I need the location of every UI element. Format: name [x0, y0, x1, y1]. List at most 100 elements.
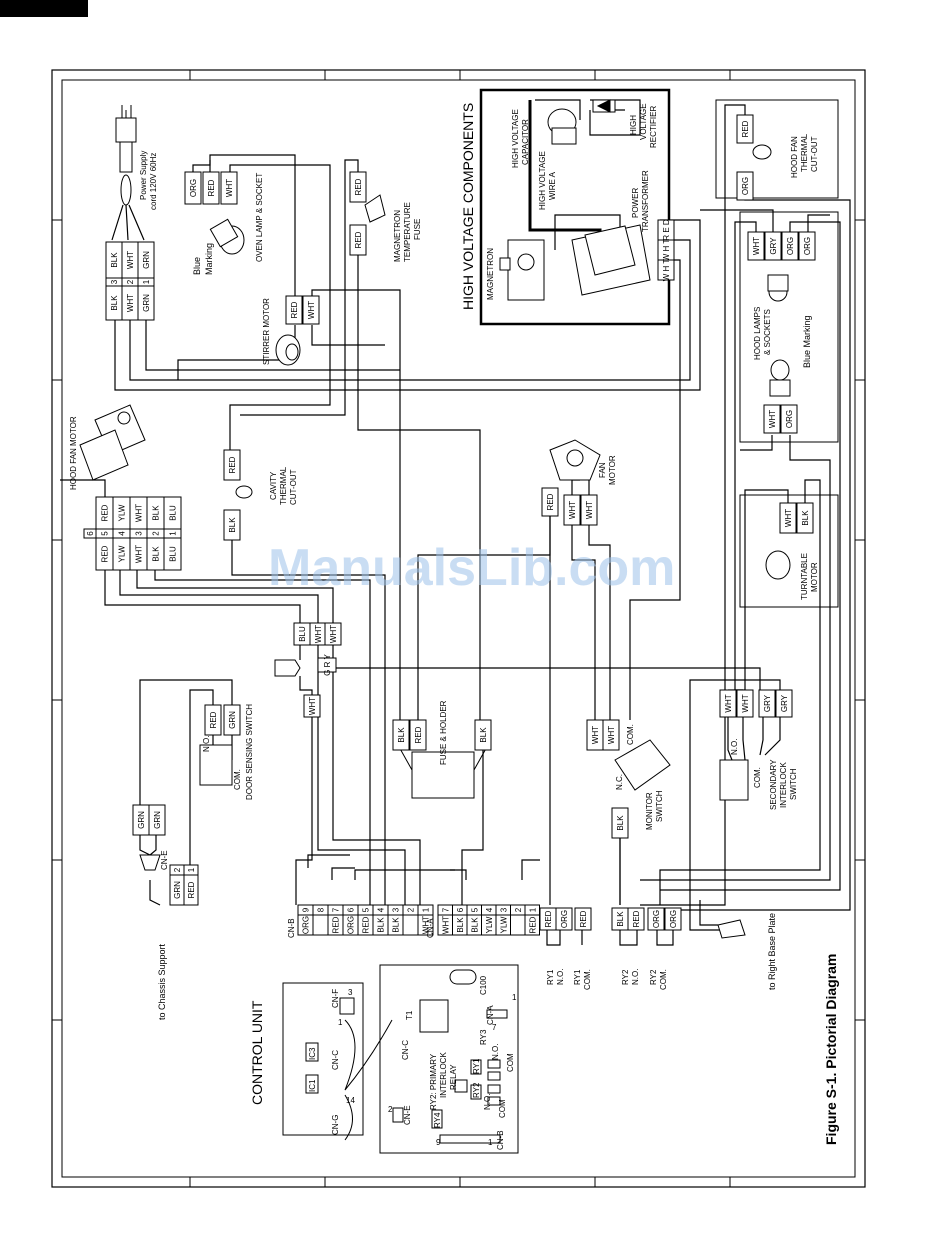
stirrer-tag-1-box — [302, 295, 320, 325]
fuse-holder-tag-1-box — [409, 719, 427, 751]
cn-e-label: CN-E — [160, 850, 169, 870]
board-ic1: IC1 — [308, 1079, 317, 1092]
board-no2: N.O. — [483, 1094, 492, 1110]
secondary-tag-0: WHT — [719, 689, 737, 718]
cavity-tag-1: BLK — [223, 509, 241, 541]
cavity-tag-1-text: BLK — [228, 517, 237, 533]
secondary-tag-2: GRY — [758, 689, 776, 718]
plug-tag-lower-2-text: GRN — [142, 294, 151, 312]
cn-b-color-8: WHT — [417, 914, 434, 936]
transformer-tag-0-text: R E D — [662, 219, 671, 241]
hv-cap-1: HIGH VOLTAGE — [511, 109, 520, 168]
cn-e-color-1: RED — [183, 874, 199, 906]
fan-motor-tag-2-text: WHT — [585, 501, 594, 519]
mid-tag-0-text: BLU — [298, 626, 307, 642]
header-block — [0, 0, 88, 17]
cn-b-color-6: BLK — [387, 914, 404, 936]
mag-fuse-2: TEMPERATURE — [403, 202, 412, 262]
hood-motor-tag-lower-0: RED — [95, 537, 114, 571]
mid-tag-3-box — [303, 694, 321, 718]
plug-tag-num-0-text: 3 — [110, 279, 119, 284]
mag-fuse-1: MAGNETRON — [393, 210, 402, 262]
lamp-tag-0-text: ORG — [189, 179, 198, 197]
fan-motor-1: FAN — [598, 462, 607, 478]
board-ic3: IC3 — [308, 1047, 317, 1060]
transformer-tag-0: R E D — [657, 219, 675, 241]
hood-motor-tag-num-1: 4 — [112, 528, 131, 539]
stirrer-tag-0-box — [285, 295, 303, 325]
monitor-tag-2-box — [611, 807, 629, 839]
mid-tag-3: WHT — [303, 694, 321, 718]
ground-tag-1-box — [148, 804, 166, 836]
plug-tag-upper-1: WHT — [121, 241, 139, 279]
fan-motor-tag-1-text: WHT — [568, 501, 577, 519]
high-voltage-box — [479, 88, 671, 326]
board-cn-f: CN-F — [331, 989, 340, 1008]
cn-a-label: CN-A — [426, 918, 435, 938]
cn-a-num-6: 1 — [524, 904, 540, 916]
fan-motor-tag-2: WHT — [580, 494, 598, 526]
cn-a-num-2-text: 5 — [470, 907, 479, 912]
monitor-tag-1-text: WHT — [607, 726, 616, 744]
magnetron-label: MAGNETRON — [486, 248, 495, 300]
fuse-holder-tag-0-box — [392, 719, 410, 751]
cn-a-color-3-text: YLW — [485, 916, 494, 933]
transformer-1: POWER — [631, 188, 640, 218]
primary-relay-1: RY2: PRIMARY — [429, 1053, 438, 1110]
cavity-tag-1-box — [223, 509, 241, 541]
mid-tag-2-box — [324, 622, 342, 646]
board-no: N.O. — [491, 1044, 500, 1060]
cn-a-color-1: BLK — [452, 914, 468, 936]
lamp-tag-0: ORG — [184, 171, 202, 205]
primary-relay-2: INTERLOCK — [439, 1052, 448, 1098]
cn-b-num-7-text: 2 — [407, 907, 416, 912]
fuse-holder-tag-2-text: BLK — [479, 727, 488, 743]
hood-lamp-top-tag-0-box — [747, 231, 765, 261]
figure-title: Figure S-1. Pictorial Diagram — [823, 954, 839, 1145]
fan-motor-tag-1: WHT — [563, 494, 581, 526]
cn-b-num-4: 5 — [357, 904, 374, 916]
transformer-tag-2-text: W H T — [662, 259, 671, 282]
labels: HIGH VOLTAGE COMPONENTS CONTROL UNIT Fig… — [69, 103, 839, 1150]
cn-b-color-2-text: RED — [332, 916, 341, 933]
secondary-tag-0-text: WHT — [724, 694, 733, 712]
cn-b-color-8-text: WHT — [422, 916, 431, 934]
lamp-tag-1: RED — [202, 171, 220, 205]
hood-motor-tag-lower-0-text: RED — [101, 545, 110, 562]
board-pin-1b: 1 — [512, 993, 517, 1002]
hood-lamp-top-tag-1-text: GRY — [769, 237, 778, 255]
board-ry2: RY2 — [472, 1082, 481, 1098]
plug-tag-num-0: 3 — [105, 277, 123, 287]
hood-motor-tag-lower-4-text: BLU — [169, 546, 178, 562]
board-com: COM — [506, 1053, 515, 1072]
cn-a-num-1: 6 — [452, 904, 468, 916]
cavity-tag-0-box — [223, 449, 241, 481]
turntable-tag-0-text: WHT — [784, 509, 793, 527]
cn-a-num-6-text: 1 — [528, 907, 537, 912]
door-tag-1: GRN — [223, 704, 241, 736]
ry1-no-b: N.O. — [556, 969, 565, 985]
monitor-tag-1-box — [602, 719, 620, 751]
plug-tag-lower-0: BLK — [105, 285, 123, 321]
hood-motor-tag-num-3-text: 2 — [152, 531, 161, 536]
cn-b-color-0-text: ORG — [302, 916, 311, 934]
monitor-tag-0-text: WHT — [591, 726, 600, 744]
hood-cutout-tag-1-box — [736, 171, 754, 201]
mag-fuse-tag-1-box — [349, 224, 367, 256]
rectifier-2: VOLTAGE — [639, 103, 648, 140]
hood-motor-tag-lower-3-text: BLK — [152, 546, 161, 562]
turntable-2: MOTOR — [810, 562, 819, 592]
ry-tag-1-text: ORG — [560, 910, 569, 928]
cn-b-color-1 — [312, 914, 329, 936]
control-unit-board — [282, 964, 519, 1154]
lamp-tag-2: WHT — [220, 171, 238, 205]
ry1-com-b: COM. — [583, 969, 592, 990]
board-ry4: RY4 — [433, 1112, 442, 1128]
cn-b-num-4-text: 5 — [362, 907, 371, 912]
ry-tag-2-box — [574, 907, 592, 931]
cn-b-num-3: 6 — [342, 904, 359, 916]
mag-fuse-tag-1-text: RED — [354, 231, 363, 248]
cn-a-num-1-text: 6 — [456, 907, 465, 912]
cn-a-color-6-box — [524, 914, 540, 936]
cn-a-num-5-text: 2 — [514, 907, 523, 912]
